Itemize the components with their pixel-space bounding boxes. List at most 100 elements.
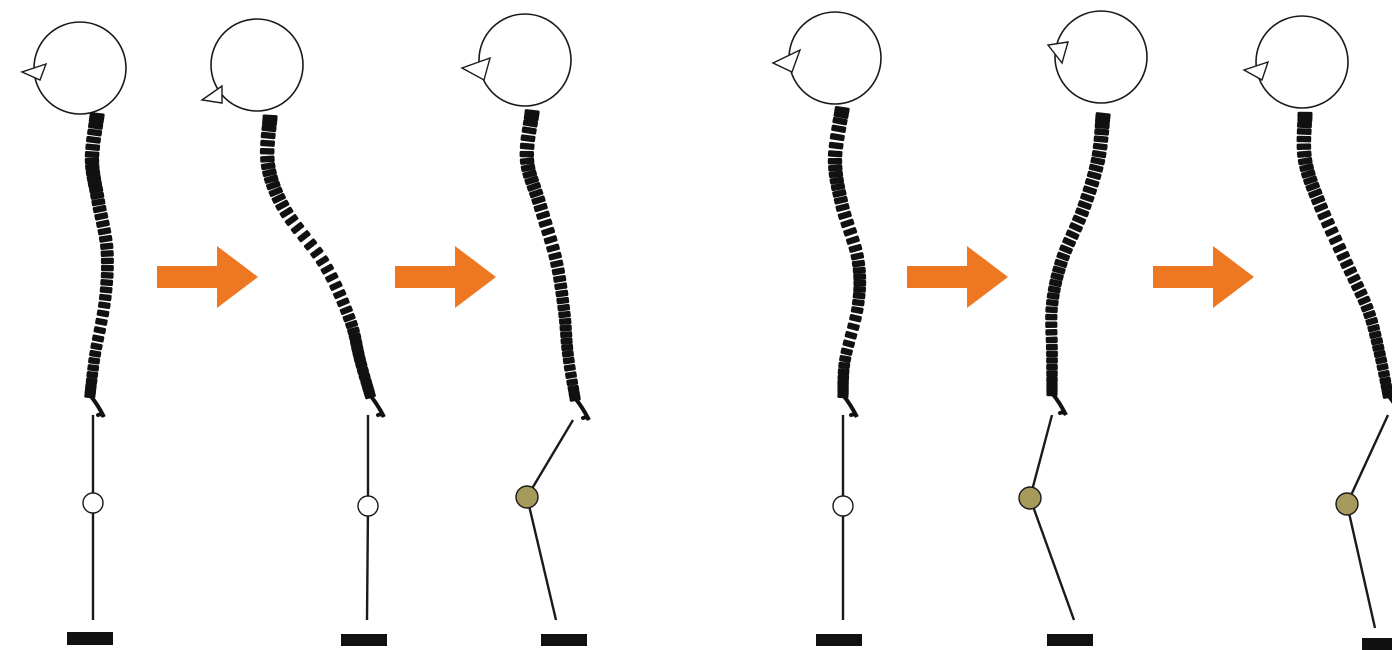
vertebra xyxy=(1324,226,1339,237)
vertebra xyxy=(336,297,350,308)
right-arrow-icon xyxy=(907,246,1008,308)
foot-block xyxy=(67,632,113,645)
vertebra xyxy=(1328,234,1343,245)
vertebra xyxy=(557,304,570,312)
vertebra xyxy=(853,273,866,280)
vertebra xyxy=(842,339,855,348)
vertebra xyxy=(100,279,113,286)
foot-block xyxy=(1047,634,1093,646)
vertebra xyxy=(101,265,114,272)
figure-1 xyxy=(22,22,126,645)
vertebra xyxy=(260,140,275,147)
vertebra xyxy=(1046,299,1059,307)
knee-joint-bent xyxy=(516,486,538,508)
vertebra xyxy=(96,309,109,317)
vertebra xyxy=(99,235,113,243)
vertebra xyxy=(88,357,100,365)
spine xyxy=(520,109,581,402)
vertebra xyxy=(538,218,553,228)
vertebra xyxy=(838,368,850,375)
vertebra xyxy=(93,326,106,335)
vertebra xyxy=(521,126,537,135)
vertebra xyxy=(1297,128,1312,135)
nose-beak xyxy=(202,86,222,103)
vertebra xyxy=(847,322,860,331)
knee-joint-straight xyxy=(358,496,378,516)
knee-joint-straight xyxy=(83,493,103,513)
vertebra xyxy=(97,227,111,236)
vertebra xyxy=(1094,128,1109,136)
head-circle xyxy=(789,12,881,104)
foot-block xyxy=(1362,638,1392,650)
vertebra xyxy=(837,210,852,220)
vertebra xyxy=(831,124,847,133)
vertebra xyxy=(98,301,111,309)
vertebra xyxy=(828,158,842,165)
head-circle xyxy=(34,22,126,114)
vertebra xyxy=(565,371,577,379)
tailbone xyxy=(370,395,384,417)
vertebra xyxy=(86,136,101,144)
vertebra xyxy=(559,318,572,325)
head-circle xyxy=(211,19,303,111)
vertebra xyxy=(543,235,558,245)
vertebra xyxy=(550,259,564,268)
vertebra xyxy=(100,242,114,250)
right-arrow-icon xyxy=(1153,246,1254,308)
vertebra xyxy=(853,292,866,300)
vertebra xyxy=(560,337,572,344)
vertebra xyxy=(95,318,108,327)
foot-block xyxy=(816,634,862,646)
figure-3 xyxy=(462,14,589,646)
thigh-line xyxy=(527,420,573,497)
right-arrow-icon xyxy=(395,246,496,308)
vertebra xyxy=(1045,314,1057,321)
vertebra xyxy=(546,243,560,253)
vertebra xyxy=(562,350,574,358)
vertebra xyxy=(554,282,568,290)
vertebra xyxy=(559,324,572,331)
vertebra xyxy=(520,151,534,158)
vertebra xyxy=(850,252,864,261)
head-circle xyxy=(479,14,571,106)
foot-block xyxy=(341,634,387,646)
vertebra xyxy=(563,357,575,365)
vertebra xyxy=(1046,351,1058,357)
vertebra xyxy=(828,164,843,171)
vertebra xyxy=(843,227,858,237)
vertebra xyxy=(853,286,866,293)
vertebra xyxy=(846,235,861,245)
vertebra xyxy=(1095,122,1110,130)
figure-2 xyxy=(202,19,387,646)
vertebra xyxy=(520,134,535,142)
tailbone xyxy=(843,395,857,417)
vertebra xyxy=(303,238,317,251)
shin-line xyxy=(1347,504,1375,628)
spine xyxy=(1297,112,1392,399)
vertebra xyxy=(564,364,576,372)
vertebra xyxy=(548,251,562,260)
vertebra xyxy=(852,299,865,307)
vertebra xyxy=(561,344,573,351)
arrow-1 xyxy=(157,246,258,308)
vertebra xyxy=(558,311,571,319)
vertebra xyxy=(852,260,866,268)
knee-joint-straight xyxy=(833,496,853,516)
vertebra xyxy=(260,148,275,155)
head-circle xyxy=(1055,11,1147,103)
right-arrow-icon xyxy=(157,246,258,308)
vertebra xyxy=(310,246,324,259)
vertebra xyxy=(1297,136,1312,143)
foot-block xyxy=(541,634,587,646)
vertebra xyxy=(1046,364,1058,370)
vertebra xyxy=(830,133,845,142)
shin-line xyxy=(527,497,556,620)
vertebra xyxy=(1297,121,1312,128)
vertebra xyxy=(89,350,102,358)
vertebra xyxy=(1045,329,1057,336)
vertebra xyxy=(85,143,100,151)
vertebra xyxy=(87,364,99,372)
figure-6 xyxy=(1244,16,1392,650)
vertebra xyxy=(555,289,568,297)
